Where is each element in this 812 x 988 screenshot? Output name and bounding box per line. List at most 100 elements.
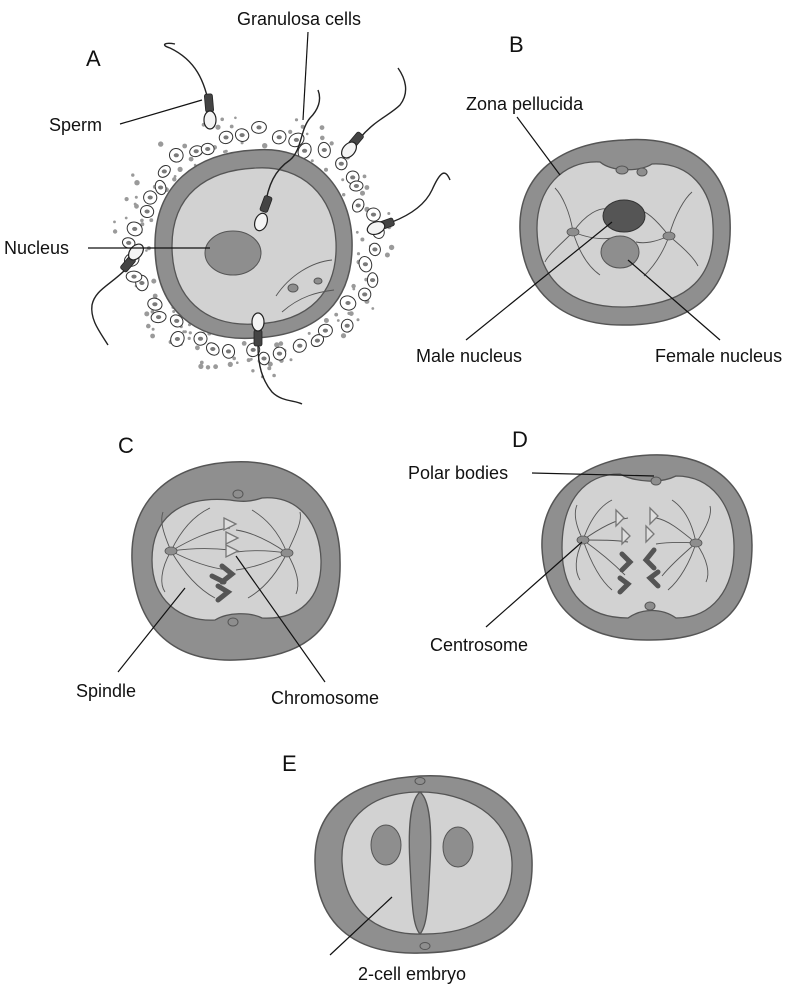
cytoplasm-d bbox=[562, 474, 734, 618]
label-spindle: Spindle bbox=[76, 681, 136, 701]
male-nucleus bbox=[603, 200, 645, 232]
polar-body-b1 bbox=[616, 166, 628, 174]
granulosa-cell bbox=[340, 318, 353, 332]
centrosome-b2 bbox=[663, 232, 675, 240]
polar-body-e2 bbox=[420, 943, 430, 950]
corona-dot bbox=[357, 318, 360, 321]
corona-dot bbox=[330, 141, 334, 145]
centrosome-b1 bbox=[567, 228, 579, 236]
label-2-cell-embryo: 2-cell embryo bbox=[358, 964, 466, 984]
corona-dot bbox=[360, 191, 365, 196]
granulosa-cell bbox=[368, 242, 381, 256]
corona-dot bbox=[178, 167, 183, 172]
polar-body-a2 bbox=[314, 278, 322, 284]
label-polar-bodies: Polar bodies bbox=[408, 463, 508, 483]
polar-body-c1 bbox=[233, 490, 243, 498]
corona-dot bbox=[198, 364, 203, 369]
corona-dot bbox=[320, 136, 325, 141]
corona-dot bbox=[134, 204, 139, 209]
corona-dot bbox=[324, 318, 329, 323]
panel-c-letter: C bbox=[118, 433, 134, 458]
corona-dot bbox=[189, 157, 194, 162]
corona-dot bbox=[324, 168, 328, 172]
label-chromosome: Chromosome bbox=[271, 688, 379, 708]
corona-dot bbox=[140, 219, 144, 223]
granulosa-cell bbox=[317, 141, 331, 158]
corona-dot bbox=[125, 197, 129, 201]
corona-dot bbox=[213, 364, 218, 369]
centrosome-d2 bbox=[690, 539, 702, 547]
corona-dot bbox=[153, 294, 158, 299]
granulosa-cell bbox=[251, 121, 267, 134]
corona-dot bbox=[146, 324, 151, 329]
corona-dot bbox=[341, 333, 346, 338]
label-zona-pellucida: Zona pellucida bbox=[466, 94, 584, 114]
corona-dot bbox=[230, 125, 234, 129]
nucleus-a bbox=[205, 231, 261, 275]
oocyte-a bbox=[155, 150, 352, 339]
polar-body-d2 bbox=[645, 602, 655, 610]
corona-dot bbox=[341, 178, 344, 181]
corona-dot bbox=[308, 332, 311, 335]
sperm-5 bbox=[92, 241, 147, 345]
corona-dot bbox=[365, 185, 370, 190]
panel-c: C Spi bbox=[76, 433, 379, 708]
corona-dot bbox=[188, 337, 191, 340]
centrosome-d1 bbox=[577, 536, 589, 544]
corona-dot bbox=[349, 311, 354, 316]
granulosa-cell bbox=[272, 346, 288, 362]
corona-dot bbox=[184, 330, 187, 333]
corona-dot bbox=[295, 118, 298, 121]
label-centrosome: Centrosome bbox=[430, 635, 528, 655]
corona-dot bbox=[151, 279, 156, 284]
corona-dot bbox=[144, 311, 149, 316]
granulosa-cell bbox=[126, 271, 142, 283]
granulosa-cell bbox=[139, 204, 154, 218]
granulosa-cell bbox=[125, 220, 145, 239]
centrosome-c2 bbox=[281, 549, 293, 557]
corona-dot bbox=[272, 374, 276, 378]
corona-dot bbox=[351, 284, 355, 288]
granulosa-cell bbox=[204, 340, 222, 357]
corona-dot bbox=[385, 253, 390, 258]
corona-dot bbox=[113, 229, 117, 233]
corona-dot bbox=[149, 218, 153, 222]
granulosa-cell bbox=[291, 336, 309, 355]
leader-granulosa bbox=[303, 32, 308, 120]
granulosa-cell bbox=[338, 294, 358, 313]
corona-dot bbox=[135, 196, 138, 199]
female-nucleus bbox=[601, 236, 639, 268]
granulosa-cell bbox=[167, 146, 186, 165]
panel-a: A bbox=[4, 9, 450, 404]
panel-b: B Zona pellucida Male nucleus Female nuc… bbox=[416, 32, 782, 366]
cytoplasm-c bbox=[152, 498, 321, 620]
leader-zona bbox=[517, 117, 560, 175]
panel-d-letter: D bbox=[512, 427, 528, 452]
corona-dot bbox=[306, 133, 309, 136]
polar-body-a bbox=[288, 284, 298, 292]
corona-dot bbox=[363, 175, 367, 179]
granulosa-cell bbox=[335, 157, 348, 170]
corona-dot bbox=[182, 144, 187, 149]
granulosa-cell bbox=[201, 143, 215, 155]
corona-dot bbox=[371, 307, 374, 310]
corona-dot bbox=[337, 319, 340, 322]
corona-dot bbox=[158, 141, 163, 146]
granulosa-cell bbox=[367, 273, 377, 288]
corona-dot bbox=[389, 245, 394, 250]
label-female-nucleus: Female nucleus bbox=[655, 346, 782, 366]
panel-e: E 2-cell embryo bbox=[282, 751, 532, 984]
granulosa-cell bbox=[358, 288, 371, 301]
panel-e-letter: E bbox=[282, 751, 297, 776]
label-nucleus: Nucleus bbox=[4, 238, 69, 258]
corona-dot bbox=[251, 369, 254, 372]
sperm-3 bbox=[339, 68, 406, 161]
granulosa-cell bbox=[357, 255, 373, 273]
corona-dot bbox=[242, 341, 247, 346]
corona-dot bbox=[360, 238, 364, 242]
leader-sperm bbox=[120, 100, 202, 124]
polar-body-d1 bbox=[651, 477, 661, 485]
corona-dot bbox=[189, 331, 192, 334]
corona-dot bbox=[234, 117, 237, 120]
corona-dot bbox=[215, 125, 220, 130]
